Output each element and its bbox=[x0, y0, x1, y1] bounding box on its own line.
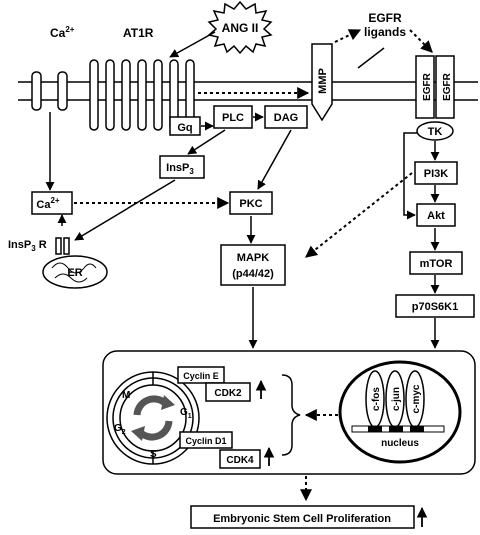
phase-s-label: S bbox=[150, 449, 157, 460]
cmyc-label: c-myc bbox=[411, 384, 422, 413]
phase-m-label: M bbox=[122, 390, 130, 401]
cyclin-d1-box bbox=[179, 431, 233, 449]
cycle-arrows-icon bbox=[131, 395, 175, 441]
pi3k-label: PI3K bbox=[424, 168, 449, 180]
mtor-label: mTOR bbox=[420, 258, 453, 270]
er-folds bbox=[51, 262, 97, 283]
ca-top-label: Ca2+ bbox=[50, 25, 75, 40]
cdk2-box bbox=[205, 382, 251, 402]
egfr-b-label: EGFR bbox=[442, 72, 453, 101]
dna-strand bbox=[351, 425, 445, 433]
outcome-box bbox=[190, 505, 415, 529]
phase-g2-label: G2 bbox=[114, 423, 126, 436]
nucleus-label: nucleus bbox=[381, 438, 419, 449]
insp3-label: InsP3 bbox=[166, 162, 194, 176]
gq-box bbox=[169, 116, 201, 136]
plc-label: PLC bbox=[222, 112, 244, 124]
dag-label: DAG bbox=[274, 112, 298, 124]
egfr-a-label: EGFR bbox=[422, 72, 433, 101]
brace bbox=[281, 374, 301, 456]
cjun-label: c-jun bbox=[391, 387, 402, 411]
dag-to-pkc-arrow bbox=[257, 129, 292, 190]
er-label: ER bbox=[67, 267, 82, 279]
mapk-label-2: (p44/42) bbox=[232, 268, 274, 280]
at1r-label: AT1R bbox=[123, 26, 154, 40]
cdk2-label: CDK2 bbox=[214, 388, 242, 399]
ang2-label: ANG II bbox=[222, 21, 259, 35]
cell-cycle-wheel bbox=[106, 371, 200, 465]
mtor-box bbox=[409, 251, 463, 275]
calcium-channel bbox=[31, 71, 68, 111]
p70s6k1-label: p70S6K1 bbox=[412, 301, 458, 313]
plc-box bbox=[213, 105, 253, 129]
akt-label: Akt bbox=[427, 210, 445, 222]
p70s6k1-box bbox=[395, 294, 475, 318]
cfos-label: c-fos bbox=[371, 387, 382, 411]
ligands-to-egfr-arrow bbox=[409, 29, 433, 53]
dag-box bbox=[264, 105, 308, 129]
pkc-box bbox=[229, 191, 273, 215]
mmp-to-ligands-arrow bbox=[334, 29, 362, 43]
insp3-to-receptor-arrow bbox=[74, 179, 176, 241]
tk-label: TK bbox=[428, 126, 443, 138]
outcome-label: Embryonic Stem Cell Proliferation bbox=[213, 513, 391, 525]
phase-g1-label: G1 bbox=[180, 407, 192, 420]
cdk4-box bbox=[219, 449, 261, 469]
akt-box bbox=[416, 203, 456, 227]
pi3k-box bbox=[414, 161, 458, 185]
gq-label: Gq bbox=[177, 122, 192, 134]
insp3-receptor bbox=[55, 237, 70, 255]
egfr-dimer bbox=[415, 55, 455, 119]
insp3-box bbox=[159, 155, 205, 179]
tk-to-akt-bracket bbox=[403, 132, 418, 220]
ligand-line bbox=[357, 47, 385, 69]
pkc-label: PKC bbox=[239, 198, 262, 210]
mapk-label-1: MAPK bbox=[237, 252, 269, 264]
egfr-ligands-label-1: EGFR bbox=[368, 11, 402, 25]
mapk-box bbox=[220, 244, 286, 286]
egfr-ligands-label-2: ligands bbox=[364, 25, 406, 39]
cyclin-e-label: Cyclin E bbox=[183, 371, 219, 381]
mmp-label: MMP bbox=[317, 68, 329, 94]
mmp-protein bbox=[311, 43, 333, 122]
pi3k-to-mapk-arrow bbox=[305, 172, 413, 258]
cyclin-e-box bbox=[177, 366, 225, 384]
plasma-membrane bbox=[18, 81, 478, 101]
cdk4-label: CDK4 bbox=[226, 455, 254, 466]
ca-mid-label: Ca2+ bbox=[36, 196, 60, 211]
ang2-starburst bbox=[207, 0, 273, 55]
tk-node bbox=[416, 121, 454, 141]
ang2-to-at1r-arrow bbox=[169, 31, 216, 58]
plc-to-insp3-arrow bbox=[187, 129, 226, 155]
ca-mid-box bbox=[31, 191, 73, 215]
cyclin-d1-label: Cyclin D1 bbox=[185, 436, 226, 446]
